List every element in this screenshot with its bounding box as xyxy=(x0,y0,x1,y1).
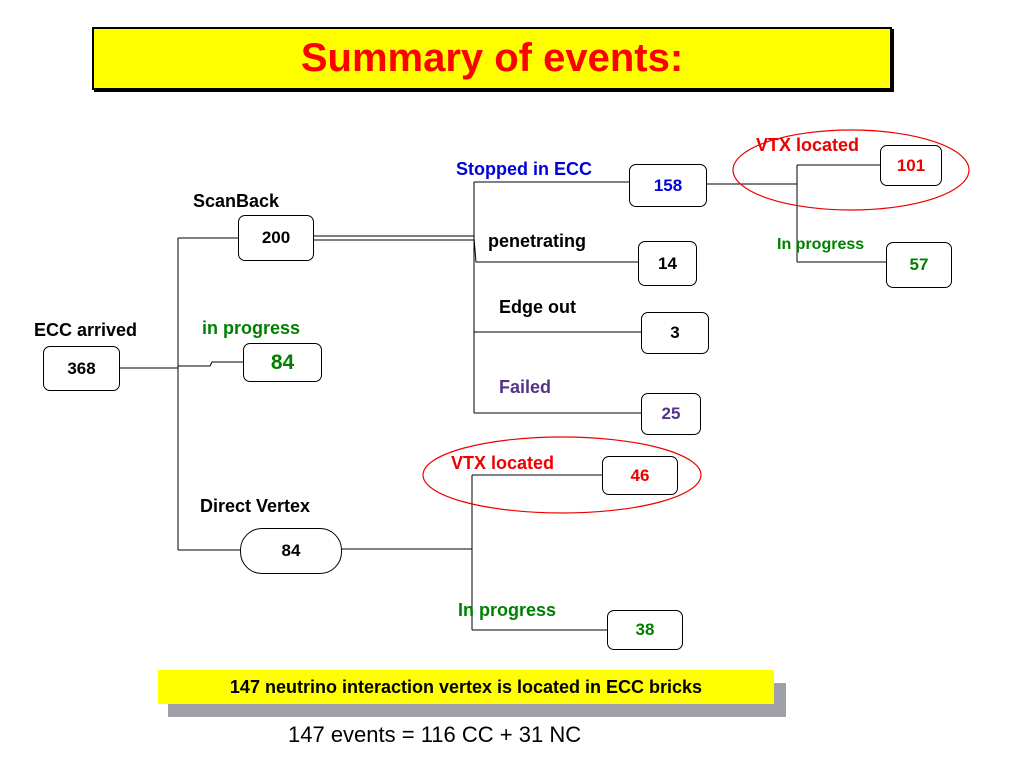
in-progress-value: 84 xyxy=(270,350,295,374)
note-banner: 147 neutrino interaction vertex is locat… xyxy=(158,670,774,704)
dv-in-progress-value: 38 xyxy=(635,620,655,639)
sb-in-progress-node: 57 xyxy=(886,242,952,288)
page-title: Summary of events: xyxy=(300,36,684,80)
direct-vertex-value: 84 xyxy=(281,541,301,560)
sb-vtx-located-node: 101 xyxy=(880,145,942,186)
penetrating-node: 14 xyxy=(638,241,697,286)
sb-in-progress-value: 57 xyxy=(909,255,929,274)
sb-vtx-located-value: 101 xyxy=(896,155,926,175)
direct-vertex-node: 84 xyxy=(240,528,342,574)
penetrating-value: 14 xyxy=(658,253,677,273)
dv-in-progress-node: 38 xyxy=(607,610,683,650)
ecc-arrived-node: 368 xyxy=(43,346,120,391)
edge-out-label: Edge out xyxy=(499,297,576,317)
vtx-highlight-ellipse-upper xyxy=(732,129,970,211)
failed-node: 25 xyxy=(641,393,701,435)
scanback-label: ScanBack xyxy=(193,191,280,211)
failed-label: Failed xyxy=(499,377,552,397)
scanback-value: 200 xyxy=(261,228,291,247)
sb-in-progress-label: In progress xyxy=(777,236,865,253)
penetrating-label: penetrating xyxy=(488,231,587,251)
ecc-arrived-value: 368 xyxy=(67,358,96,378)
stopped-value: 158 xyxy=(653,175,683,195)
scanback-node: 200 xyxy=(238,215,314,261)
note-text: 147 neutrino interaction vertex is locat… xyxy=(229,676,703,697)
dv-vtx-located-value: 46 xyxy=(630,465,650,485)
sb-vtx-located-label: VTX located xyxy=(756,135,860,155)
stopped-label: Stopped in ECC xyxy=(456,159,592,179)
direct-vertex-label: Direct Vertex xyxy=(200,496,311,516)
dv-in-progress-label: In progress xyxy=(458,600,557,620)
edge-out-node: 3 xyxy=(641,312,709,354)
summary-text: 147 events = 116 CC + 31 NC xyxy=(288,722,582,747)
stopped-node: 158 xyxy=(629,164,707,207)
dv-vtx-located-label: VTX located xyxy=(451,453,555,473)
edge-out-value: 3 xyxy=(670,323,680,342)
dv-vtx-located-node: 46 xyxy=(602,456,678,495)
vtx-highlight-ellipse-lower xyxy=(422,436,702,514)
in-progress-label: in progress xyxy=(202,318,301,338)
in-progress-node: 84 xyxy=(243,343,322,382)
ecc-arrived-label: ECC arrived xyxy=(34,320,138,340)
failed-value: 25 xyxy=(661,404,681,423)
title-banner: Summary of events: xyxy=(92,27,892,90)
